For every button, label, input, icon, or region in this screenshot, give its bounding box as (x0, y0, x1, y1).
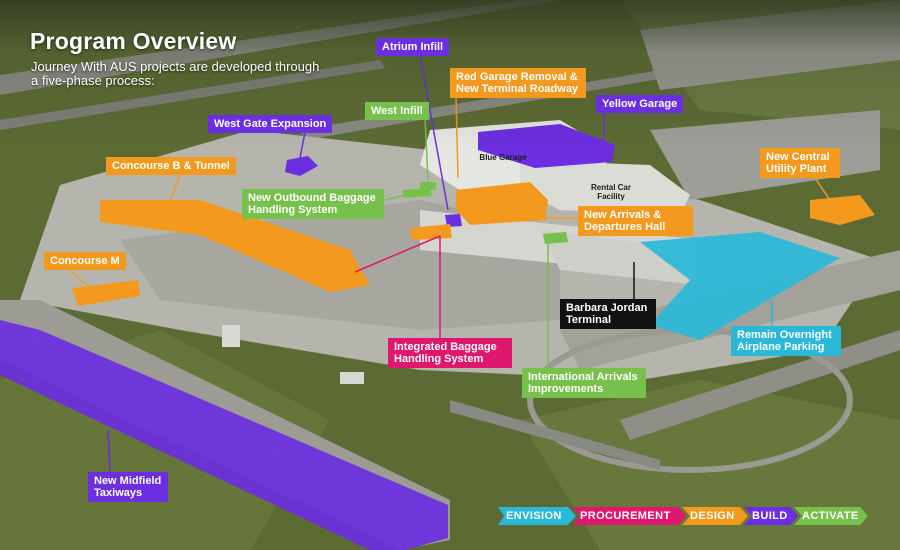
barbara-jordan-terminal-building (540, 230, 700, 285)
label-atrium-infill: Atrium Infill (376, 38, 450, 56)
page-subtitle: Journey With AUS projects are developed … (31, 59, 320, 88)
label-integrated-baggage: Integrated Baggage Handling System (388, 338, 512, 368)
label-concourse-m: Concourse M (44, 252, 126, 270)
leader-midfield-taxiways (107, 429, 111, 473)
label-international-arrivals: International Arrivals Improvements (522, 368, 646, 398)
leader-utility-plant (814, 177, 831, 201)
hangar (340, 372, 364, 384)
phase-build: BUILD (752, 510, 788, 522)
label-concourse-b-tunnel: Concourse B & Tunnel (106, 157, 236, 175)
taxiway-east (620, 330, 900, 440)
label-remain-overnight-parking: Remain Overnight Airplane Parking (731, 326, 841, 356)
new-outbound-baggage-overlay (402, 188, 432, 198)
west-gate-expansion-overlay (285, 156, 318, 176)
leader-concourse-b (169, 174, 181, 203)
control-tower (222, 325, 240, 347)
leader-outbound-baggage (384, 194, 406, 201)
red-garage-removal-overlay (456, 182, 548, 225)
label-west-gate-expansion: West Gate Expansion (208, 115, 333, 133)
label-new-arrivals-departures-hall: New Arrivals & Departures Hall (578, 206, 693, 236)
phase-design: DESIGN (690, 510, 735, 522)
label-new-central-utility-plant: New Central Utility Plant (760, 148, 840, 178)
central-utility-plant-overlay (810, 195, 875, 225)
label-new-outbound-baggage: New Outbound Baggage Handling System (242, 189, 384, 219)
phase-arrow-procurement (572, 507, 686, 525)
phase-procurement: PROCUREMENT (580, 510, 671, 522)
label-red-garage-removal: Red Garage Removal & New Terminal Roadwa… (450, 68, 586, 98)
label-new-midfield-taxiways: New Midfield Taxiways (88, 472, 168, 502)
phase-arrow-envision (498, 507, 576, 525)
remain-overnight-parking-overlay (640, 232, 840, 340)
international-arrivals-overlay (543, 232, 568, 244)
label-barbara-jordan-terminal: Barbara Jordan Terminal (560, 299, 656, 329)
new-midfield-taxiways-overlay (0, 320, 448, 550)
phase-arrow-design (682, 507, 748, 525)
leader-concourse-m (69, 269, 91, 289)
blue-garage-map-label: Blue Garage (479, 153, 527, 162)
rental-car-facility-building (520, 160, 690, 215)
integrated-baggage-overlay (410, 224, 452, 240)
phase-envision: ENVISION (506, 510, 562, 522)
label-yellow-garage: Yellow Garage (596, 95, 684, 113)
road (450, 400, 660, 470)
phase-ribbon-arrows (498, 507, 868, 525)
label-west-infill: West Infill (365, 102, 429, 120)
phase-arrow-build (744, 507, 798, 525)
rental-car-map-label: Rental Car Facility (590, 183, 631, 201)
phase-arrow-activate (794, 507, 868, 525)
atrium-infill-overlay (445, 214, 462, 227)
leader-integrated-baggage-b (354, 235, 441, 273)
phase-activate: ACTIVATE (802, 510, 859, 522)
page-title: Program Overview (30, 28, 237, 54)
concourse-b-overlay (100, 200, 370, 292)
west-infill-overlay (420, 182, 436, 190)
